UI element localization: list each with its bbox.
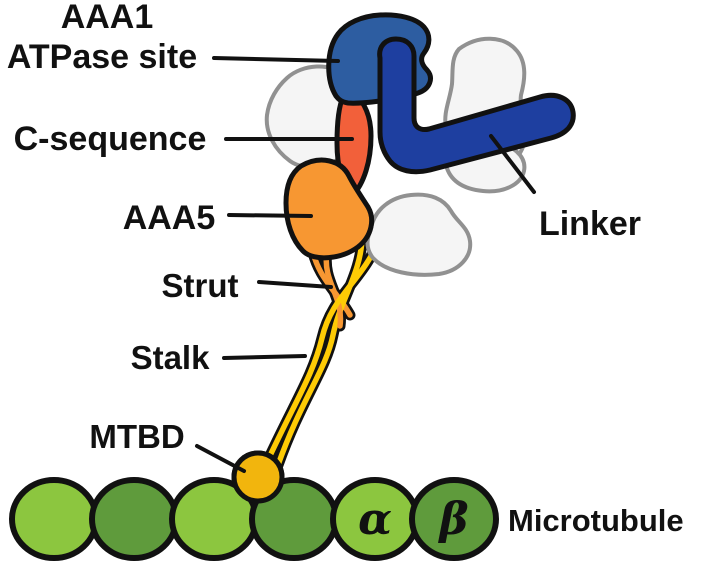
linker-pointer [489, 134, 536, 194]
stalk-strand [265, 235, 383, 463]
linker-label: Linker [539, 205, 641, 243]
microtubule-label: Microtubule [508, 503, 684, 538]
strut-pointer [257, 280, 333, 289]
labels: AAA1 ATPase site C-sequence AAA5 Strut S… [7, 0, 684, 538]
strut-label: Strut [162, 267, 239, 304]
stalk-strut-strands [262, 230, 386, 471]
tubulin-beta-subunit [409, 477, 499, 561]
atpase-site-pointer [212, 56, 340, 63]
strut-strand [323, 249, 344, 329]
aaa5-domain [283, 157, 375, 261]
ring-subunit-bottom [365, 192, 473, 277]
mtbd-pointer [195, 444, 246, 473]
aaa1-label: AAA1 [61, 0, 154, 36]
stalk-pointer [222, 354, 307, 360]
stalk-label: Stalk [131, 339, 211, 376]
pointer-lines [195, 56, 536, 473]
aaa5-pointer [227, 213, 313, 218]
stalk-strand [275, 233, 365, 468]
aaa5-label: AAA5 [123, 199, 216, 237]
tubulin-subunit [9, 477, 99, 561]
alpha-label: α [358, 494, 392, 545]
tubulin-subunit [89, 477, 179, 561]
atpase-site-label: ATPase site [7, 38, 197, 76]
c-sequence-label: C-sequence [14, 120, 207, 158]
beta-label: β [437, 494, 468, 545]
microtubule-row: α β [9, 477, 499, 561]
linker-domain [377, 36, 576, 175]
mtbd-domain-top [231, 450, 285, 504]
mtbd-label: MTBD [89, 418, 184, 455]
